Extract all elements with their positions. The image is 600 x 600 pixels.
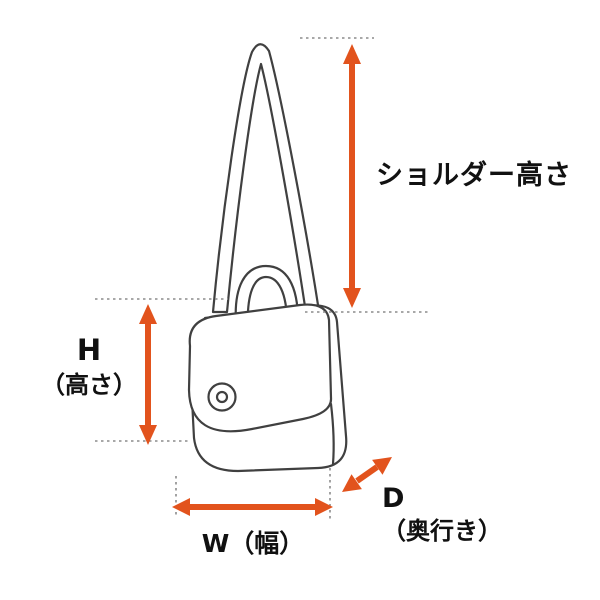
guide-lines — [95, 37, 428, 520]
depth-label-sub: （奥行き） — [382, 517, 502, 546]
gusset-seam-line — [329, 402, 335, 466]
shoulder-height-arrow — [343, 44, 361, 308]
width-label: W（幅） — [201, 529, 305, 558]
height-arrowhead-top — [139, 304, 157, 324]
snap-button-inner — [215, 390, 229, 404]
depth-label: D （奥行き） — [382, 483, 502, 546]
height-arrowhead-bottom — [139, 425, 157, 445]
shoulder-height-arrowhead-top — [343, 44, 361, 64]
depth-arrowhead-lower-left — [342, 474, 362, 492]
depth-arrowhead-upper-right — [372, 457, 392, 475]
depth-label-letter: D — [382, 483, 405, 514]
flap-outline — [187, 303, 333, 433]
depth-arrow-shaft — [355, 464, 379, 484]
height-label-sub: （高さ） — [41, 370, 137, 399]
height-arrow — [139, 304, 157, 445]
height-label: H （高さ） — [28, 333, 150, 400]
bag-illustration — [187, 43, 348, 473]
width-arrow — [172, 498, 333, 516]
shoulder-strap-outline — [211, 43, 322, 322]
shoulder-height-arrowhead-bottom — [343, 288, 361, 308]
width-arrowhead-left — [172, 498, 190, 516]
depth-arrow — [342, 457, 392, 492]
shoulder-height-label: ショルダー高さ — [376, 160, 572, 191]
width-arrowhead-right — [315, 498, 333, 516]
height-label-letter: H — [76, 333, 102, 367]
